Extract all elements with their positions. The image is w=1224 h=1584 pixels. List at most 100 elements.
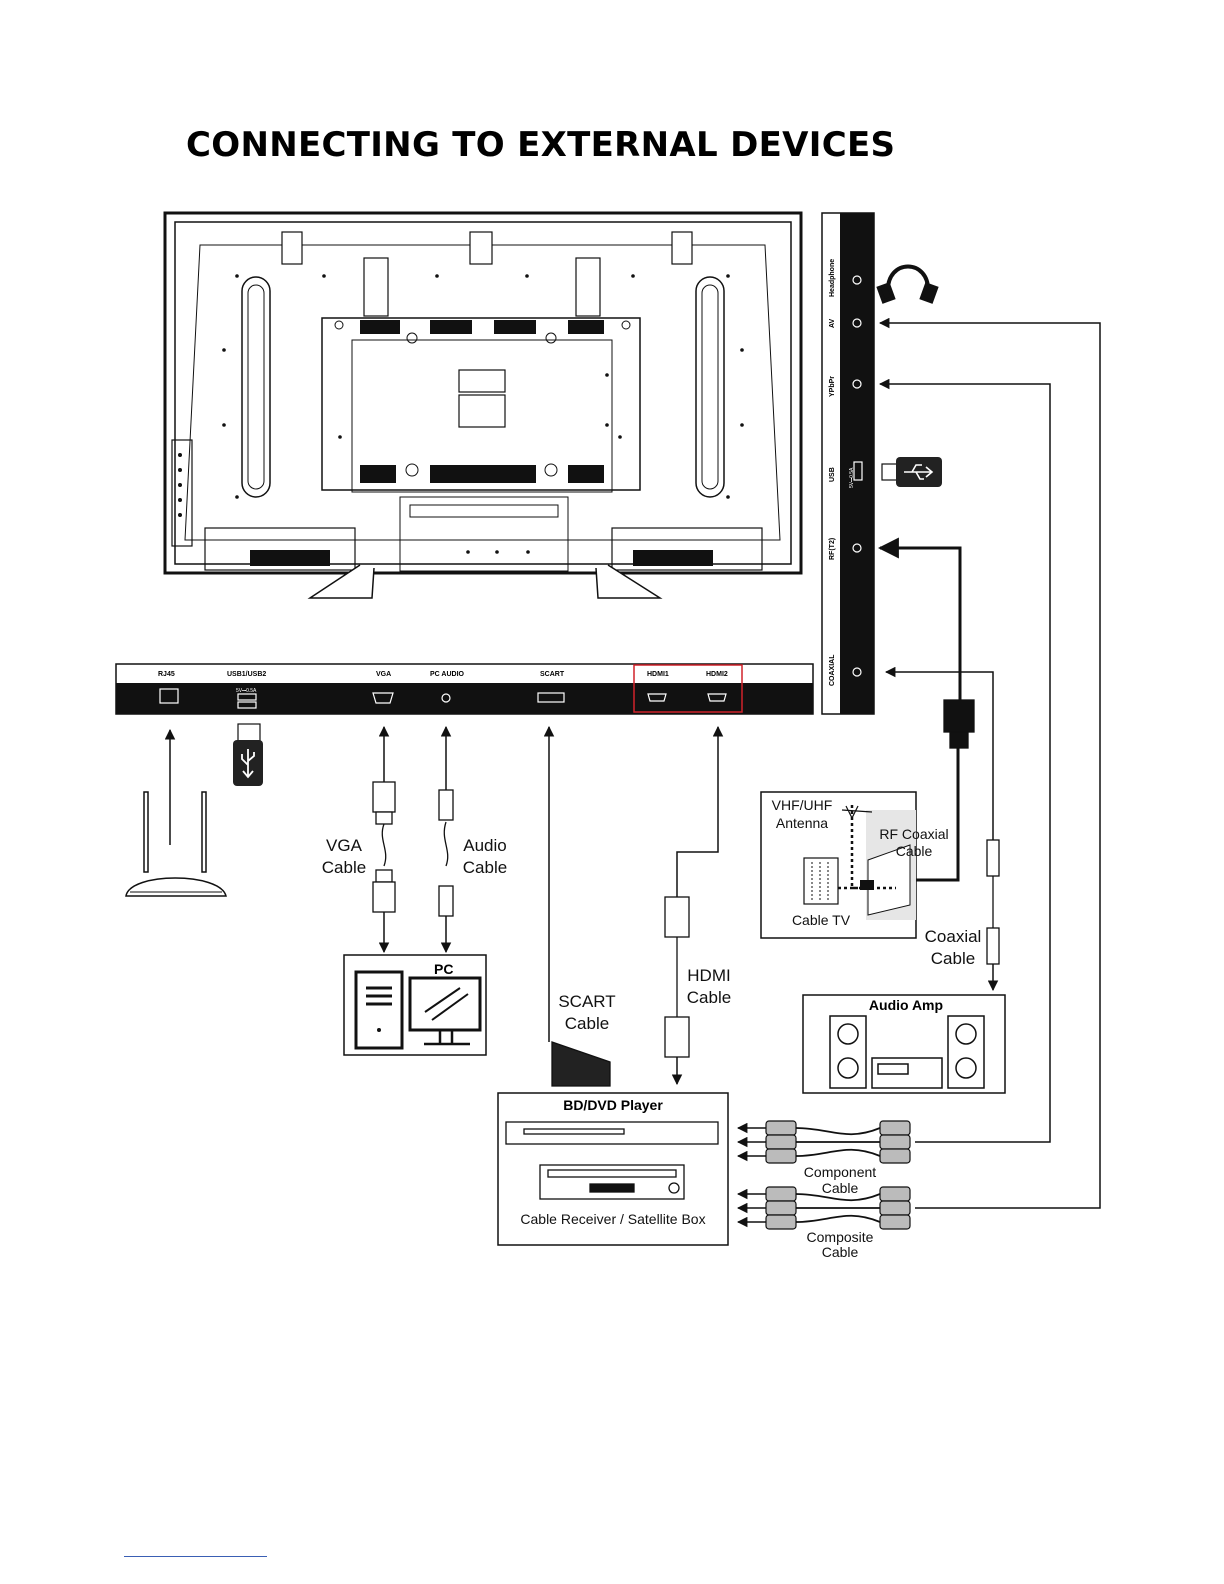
player-label: BD/DVD Player (563, 1097, 663, 1113)
coax-cable-label-1: Coaxial (925, 927, 982, 946)
screw-dot (322, 274, 326, 278)
headphones-icon (876, 264, 939, 304)
audio-cable-label-1: Audio (463, 836, 506, 855)
component-cable-label-1: Component (804, 1164, 876, 1180)
vga-port (372, 692, 394, 704)
port-label-rj45: RJ45 (158, 671, 175, 678)
hdmi-cable-label-1: HDMI (687, 966, 730, 985)
coax-cable-label-2: Cable (931, 949, 975, 968)
audio-amp-label: Audio Amp (869, 997, 943, 1013)
screw-dot (618, 435, 622, 439)
rf-cable-label-1: RF Coaxial (879, 826, 948, 842)
bottom-port-panel: RJ45 USB1/USB2 VGA PC AUDIO SCART HDMI1 … (115, 663, 814, 715)
screw-dot (338, 435, 342, 439)
port-label-vga: VGA (376, 671, 391, 678)
coax-plug-top (986, 839, 1000, 877)
rj45-port (159, 688, 179, 704)
composite-cable-label-2: Cable (822, 1244, 859, 1260)
screw-dot (222, 348, 226, 352)
rf-cable-label-2: Cable (896, 843, 933, 859)
rca-cables (765, 1120, 911, 1230)
side-usb-port (853, 461, 863, 481)
hdmi-highlight-box (633, 664, 743, 713)
antenna-label-2: Antenna (776, 815, 828, 831)
screw-dot (235, 495, 239, 499)
scart-cable-label-1: SCART (558, 992, 615, 1011)
port-label-headphone: Headphone (829, 259, 836, 297)
screw-dot (525, 274, 529, 278)
receiver-label: Cable Receiver / Satellite Box (520, 1211, 705, 1227)
rf-jack (852, 543, 862, 553)
tv-screw-dots (222, 274, 744, 554)
headphone-jack (852, 275, 862, 285)
footer-link-underline[interactable] (124, 1556, 267, 1557)
screw-dot (222, 423, 226, 427)
screw-dot (726, 274, 730, 278)
rf-plug (943, 699, 975, 733)
port-label-side-usb: USB (829, 467, 836, 482)
screw-dot (526, 550, 530, 554)
antenna-cable-tv-box (760, 791, 917, 939)
screw-dot (466, 550, 470, 554)
hdmi-plug-bottom (664, 1016, 690, 1058)
router-icon (125, 791, 227, 897)
audio-amp-device: Audio Amp (802, 994, 1006, 1094)
player-receiver-box: BD/DVD Player Cable Receiver / Satellite… (497, 1092, 729, 1246)
vga-plug-top (372, 781, 396, 813)
connection-lines (164, 317, 1101, 1228)
screw-dot (495, 550, 499, 554)
hdmi-cable-label-2: Cable (687, 988, 731, 1007)
vga-cable-label-2: Cable (322, 858, 366, 877)
port-label-rf: RF(T2) (829, 538, 836, 560)
port-label-coaxial: COAXIAL (829, 654, 836, 686)
coaxial-jack (852, 667, 862, 677)
pc-label: PC (434, 961, 453, 977)
composite-cable-label-1: Composite (807, 1229, 874, 1245)
usb-drive-icon (881, 457, 942, 487)
hdmi2-port (707, 693, 727, 702)
pc-audio-port (441, 693, 451, 703)
coax-plug-bottom (986, 927, 1000, 965)
screw-dot (605, 423, 609, 427)
port-label-pc-audio: PC AUDIO (430, 671, 465, 678)
usb-stick-icon (233, 723, 263, 786)
vga-plug-bottom (372, 881, 396, 913)
usb-rating-label: 5V⎓0.5A (236, 688, 257, 694)
audio-plug-top (438, 789, 454, 821)
port-label-usb: USB1/USB2 (227, 671, 266, 678)
port-label-hdmi2: HDMI2 (706, 671, 728, 678)
audio-plug-bottom (438, 885, 454, 917)
side-port-panel: Headphone AV YPbPr USB RF(T2) COAXIAL 5V… (821, 212, 875, 715)
av-jack (852, 318, 862, 328)
antenna-label-1: VHF/UHF (772, 797, 833, 813)
cable-labels: VGA Cable Audio Cable SCART Cable HDMI C… (322, 797, 982, 1260)
scart-plug (551, 1041, 611, 1087)
usb-port-1 (237, 693, 257, 701)
side-usb-rating-label: 5V⎓0.5A (849, 467, 855, 488)
component-cable-label-2: Cable (822, 1180, 859, 1196)
screw-dot (726, 495, 730, 499)
pc-device: PC (343, 954, 487, 1056)
audio-cable-label-2: Cable (463, 858, 507, 877)
tv-back-illustration (163, 211, 803, 599)
cable-tv-label: Cable TV (792, 912, 851, 928)
vga-cable-label-1: VGA (326, 836, 363, 855)
hdmi1-port (647, 693, 667, 702)
screw-dot (740, 423, 744, 427)
port-label-scart: SCART (540, 671, 565, 678)
cable-connectors (372, 699, 1000, 1087)
port-label-av: AV (829, 318, 836, 328)
screw-dot (740, 348, 744, 352)
port-label-hdmi1: HDMI1 (647, 671, 669, 678)
usb-port-2 (237, 701, 257, 709)
scart-port (537, 692, 565, 703)
port-label-ypbpr: YPbPr (829, 376, 836, 397)
screw-dot (605, 373, 609, 377)
screw-dot (631, 274, 635, 278)
ypbpr-jack (852, 379, 862, 389)
page-title: CONNECTING TO EXTERNAL DEVICES (186, 125, 896, 165)
screw-dot (435, 274, 439, 278)
scart-cable-label-2: Cable (565, 1014, 609, 1033)
screw-dot (235, 274, 239, 278)
